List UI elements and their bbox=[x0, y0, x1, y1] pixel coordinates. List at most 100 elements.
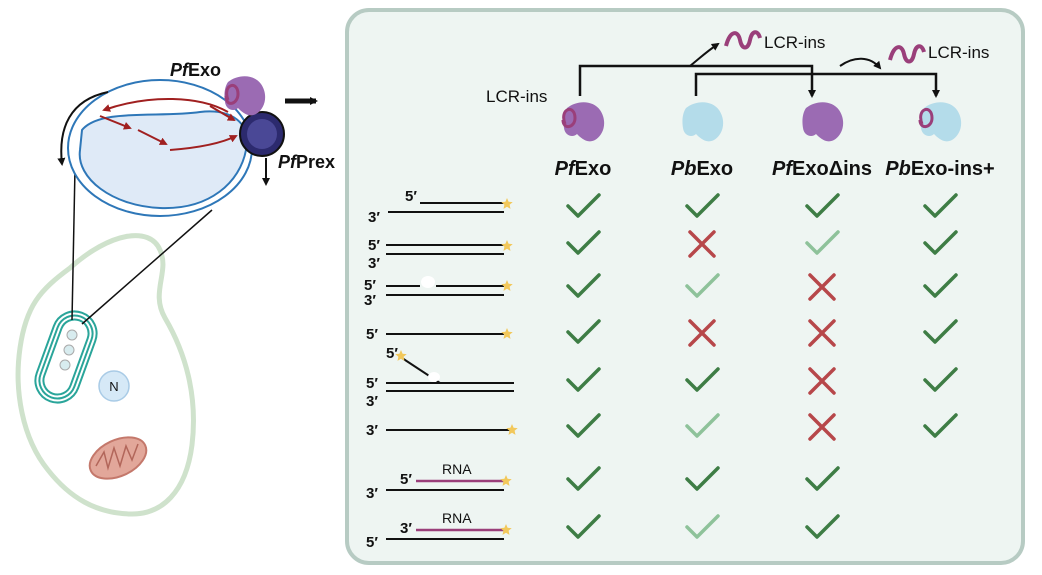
result-check bbox=[805, 514, 840, 539]
result-check bbox=[685, 367, 720, 392]
lcr-ins-label-top: LCR-ins bbox=[764, 33, 825, 52]
substrate-3-label-5: 5′ bbox=[364, 277, 376, 294]
mitochondrion bbox=[88, 436, 148, 480]
replication-arrow-4 bbox=[169, 135, 238, 151]
substrate-7-label-3: 3′ bbox=[366, 485, 378, 502]
substrate-row-6: 3′ bbox=[366, 422, 512, 439]
enzyme-header-2: PbExo bbox=[671, 158, 733, 180]
enzyme-icon-3 bbox=[802, 102, 844, 142]
end-label-star bbox=[501, 280, 513, 291]
substrate-8-label-3: 3′ bbox=[400, 520, 412, 537]
insertion-loop-4 bbox=[918, 108, 934, 128]
substrate-row-2: 5′ 3′ bbox=[368, 237, 504, 272]
result-check bbox=[923, 413, 958, 438]
substrate-6-label-3: 3′ bbox=[366, 422, 378, 439]
result-cross bbox=[808, 273, 836, 301]
substrate-1-label-3: 3′ bbox=[368, 209, 380, 226]
result-check bbox=[685, 466, 720, 491]
substrate-row-7: RNA 5′ 3′ bbox=[366, 461, 504, 502]
result-check bbox=[566, 319, 601, 344]
parasite-illustration: N PfExo PfPrex bbox=[15, 60, 335, 517]
substrate-5-label-5: 5′ bbox=[366, 375, 378, 392]
end-label-star bbox=[395, 350, 407, 361]
result-weak-check bbox=[805, 230, 840, 255]
result-cross bbox=[808, 413, 836, 441]
enzyme-icon-2 bbox=[682, 102, 724, 142]
replication-arrow-3 bbox=[137, 129, 168, 145]
result-cross bbox=[688, 319, 716, 347]
result-check bbox=[923, 367, 958, 392]
substrate-list: 5′ 3′ 5′ 3′ 5′ 3′ 5′ bbox=[364, 188, 518, 551]
result-cross bbox=[688, 230, 716, 258]
result-weak-check bbox=[685, 514, 720, 539]
pfexo-cell-label: PfExo bbox=[170, 60, 221, 80]
substrate-row-8: RNA 3′ 5′ bbox=[366, 510, 504, 551]
substrate-2-label-3: 3′ bbox=[368, 255, 380, 272]
substrate-7-rna-label: RNA bbox=[442, 461, 472, 477]
results-panel bbox=[345, 8, 1025, 565]
end-label-star bbox=[506, 424, 518, 435]
enzyme-columns: PfExo PbExo PfExoΔins PbExo-ins+ bbox=[555, 102, 995, 180]
substrate-8-rna-label: RNA bbox=[442, 510, 472, 526]
substrate-5-label-3: 3′ bbox=[366, 393, 378, 410]
lcr-ins-squiggle-right bbox=[888, 44, 926, 64]
movement-arrow-left bbox=[57, 91, 109, 166]
apicoplast-zoom-inner bbox=[78, 110, 249, 210]
pfexo-protein bbox=[224, 76, 266, 116]
result-check bbox=[685, 193, 720, 218]
substrate-2-label-5: 5′ bbox=[368, 237, 380, 254]
substrate-8-label-5: 5′ bbox=[366, 534, 378, 551]
insertion-swap-diagram: LCR-ins LCR-ins LCR-ins bbox=[486, 30, 989, 106]
end-label-star bbox=[500, 475, 512, 486]
result-check bbox=[805, 466, 840, 491]
replication-arrow-2 bbox=[99, 115, 132, 130]
label-stars bbox=[395, 198, 518, 535]
end-label-star bbox=[500, 524, 512, 535]
lcr-ins-label-right: LCR-ins bbox=[928, 43, 989, 62]
substrate-7-label-5: 5′ bbox=[400, 471, 412, 488]
result-check bbox=[566, 413, 601, 438]
result-check bbox=[566, 230, 601, 255]
enzyme-header-1: PfExo bbox=[555, 158, 612, 180]
substrate-3-label-3: 3′ bbox=[364, 292, 376, 309]
result-check bbox=[566, 193, 601, 218]
substrate-row-5: 5′ 5′ 3′ bbox=[366, 345, 514, 410]
zoom-line-right bbox=[81, 209, 213, 325]
apicoplast bbox=[34, 310, 98, 404]
result-check bbox=[566, 367, 601, 392]
result-check bbox=[923, 193, 958, 218]
substrate-row-4: 5′ bbox=[366, 326, 504, 343]
substrate-5-label-flap: 5′ bbox=[386, 345, 398, 362]
result-check bbox=[805, 193, 840, 218]
end-label-star bbox=[501, 198, 513, 209]
result-cross bbox=[808, 367, 836, 395]
substrate-row-3: 5′ 3′ bbox=[364, 276, 504, 309]
end-label-star bbox=[501, 328, 513, 339]
result-weak-check bbox=[685, 273, 720, 298]
result-weak-check bbox=[685, 413, 720, 438]
substrate-4-label-5: 5′ bbox=[366, 326, 378, 343]
result-check bbox=[923, 319, 958, 344]
end-label-star bbox=[501, 240, 513, 251]
result-check bbox=[923, 273, 958, 298]
pfexo-insertion-loop bbox=[224, 84, 240, 105]
replication-arrow-1 bbox=[102, 98, 229, 113]
replication-arrow-5 bbox=[209, 105, 236, 122]
result-cross bbox=[808, 319, 836, 347]
results-grid bbox=[566, 193, 958, 539]
insertion-loop-1 bbox=[561, 108, 577, 128]
result-check bbox=[566, 514, 601, 539]
substrate-row-1: 5′ 3′ bbox=[368, 188, 504, 226]
result-check bbox=[923, 230, 958, 255]
nucleus-label: N bbox=[109, 379, 118, 394]
enzyme-header-3: PfExoΔins bbox=[772, 158, 872, 180]
nucleus bbox=[98, 370, 130, 402]
lcr-ins-squiggle-top bbox=[724, 30, 762, 50]
zoom-line-left bbox=[71, 167, 76, 321]
lcr-ins-label-left: LCR-ins bbox=[486, 87, 547, 106]
pfprex-cell-label: PfPrex bbox=[278, 152, 335, 172]
enzyme-header-4: PbExo-ins+ bbox=[885, 158, 994, 180]
result-check bbox=[566, 273, 601, 298]
substrate-1-label-5: 5′ bbox=[405, 188, 417, 205]
